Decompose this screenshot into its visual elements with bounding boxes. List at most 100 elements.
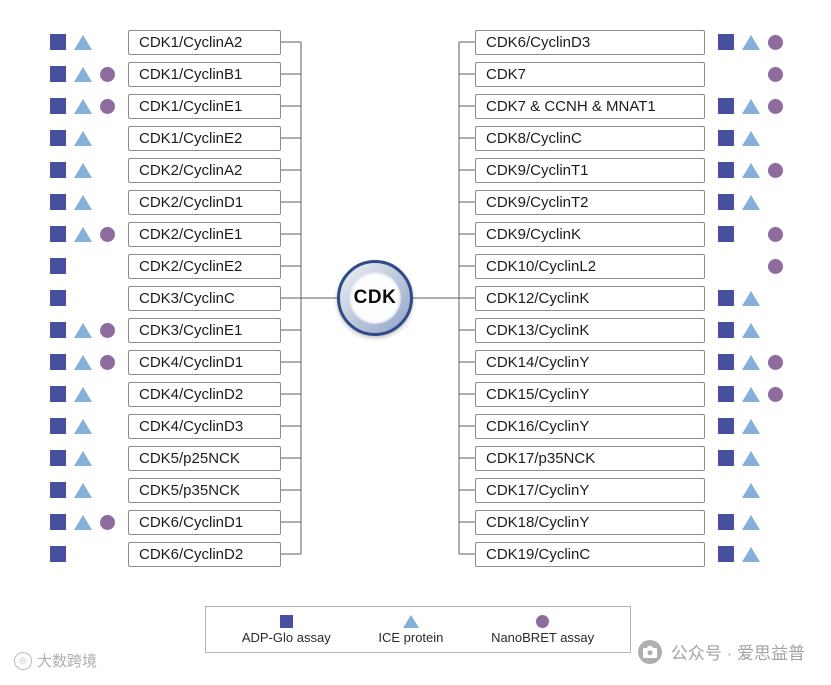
square-marker-icon [717, 322, 734, 338]
triangle-marker-icon [73, 66, 92, 82]
assay-markers [713, 97, 788, 115]
right-entry-row: CDK16/CyclinY [475, 410, 788, 442]
assay-markers [713, 513, 788, 531]
entry-label: CDK6/CyclinD2 [139, 545, 244, 563]
assay-markers [713, 449, 788, 467]
assay-markers [45, 33, 120, 51]
entry-label: CDK1/CyclinB1 [139, 65, 243, 83]
entry-box: CDK1/CyclinE2 [128, 125, 281, 151]
left-entry-row: CDK1/CyclinE2 [45, 122, 281, 154]
right-entry-row: CDK17/p35NCK [475, 442, 788, 474]
legend-item: NanoBRET assay [491, 614, 595, 645]
marker-slot [95, 161, 120, 179]
marker-slot [70, 193, 95, 211]
marker-slot [45, 289, 70, 307]
marker-slot [763, 193, 788, 211]
marker-slot [70, 449, 95, 467]
marker-slot [763, 257, 788, 275]
marker-slot [95, 513, 120, 531]
assay-markers [713, 33, 788, 51]
entry-box: CDK2/CyclinE2 [128, 253, 281, 279]
left-entry-row: CDK6/CyclinD1 [45, 506, 281, 538]
triangle-marker-icon [73, 354, 92, 370]
right-entry-row: CDK9/CyclinT2 [475, 186, 788, 218]
marker-slot [45, 257, 70, 275]
marker-slot [738, 353, 763, 371]
marker-slot [763, 385, 788, 403]
square-marker-icon [717, 98, 734, 114]
left-entry-row: CDK1/CyclinE1 [45, 90, 281, 122]
assay-markers [45, 545, 120, 563]
marker-slot [45, 513, 70, 531]
entry-box: CDK7 [475, 61, 705, 87]
entry-box: CDK13/CyclinK [475, 317, 705, 343]
marker-slot [713, 193, 738, 211]
square-marker-icon [49, 514, 66, 530]
marker-slot [713, 449, 738, 467]
triangle-marker-icon [73, 194, 92, 210]
square-marker-icon [49, 322, 66, 338]
watermark-left: ◎ 大数跨境 [14, 650, 97, 671]
triangle-marker-icon [741, 130, 760, 146]
entry-box: CDK6/CyclinD1 [128, 509, 281, 535]
marker-slot [95, 33, 120, 51]
assay-markers [713, 545, 788, 563]
entry-label: CDK16/CyclinY [486, 417, 590, 435]
marker-slot [45, 385, 70, 403]
marker-slot [95, 65, 120, 83]
marker-slot [738, 65, 763, 83]
square-marker-icon [49, 98, 66, 114]
square-marker-icon [49, 290, 66, 306]
marker-slot [95, 225, 120, 243]
entry-box: CDK3/CyclinC [128, 285, 281, 311]
entry-box: CDK16/CyclinY [475, 413, 705, 439]
left-entry-row: CDK2/CyclinE1 [45, 218, 281, 250]
marker-slot [763, 353, 788, 371]
marker-slot [95, 257, 120, 275]
square-marker-icon [717, 418, 734, 434]
assay-markers [45, 449, 120, 467]
marker-slot [738, 545, 763, 563]
entry-box: CDK17/CyclinY [475, 477, 705, 503]
marker-slot [70, 225, 95, 243]
left-entry-row: CDK5/p25NCK [45, 442, 281, 474]
assay-markers [713, 353, 788, 371]
marker-slot [45, 193, 70, 211]
marker-slot [713, 417, 738, 435]
assay-markers [45, 129, 120, 147]
entry-label: CDK18/CyclinY [486, 513, 590, 531]
marker-slot [763, 481, 788, 499]
circle-marker-icon [100, 98, 115, 114]
entry-box: CDK17/p35NCK [475, 445, 705, 471]
cdk-hub-label: CDK [353, 287, 397, 308]
marker-slot [738, 289, 763, 307]
legend-label: NanoBRET assay [491, 629, 595, 645]
right-entry-row: CDK13/CyclinK [475, 314, 788, 346]
circle-marker-icon [768, 98, 783, 114]
entry-box: CDK1/CyclinB1 [128, 61, 281, 87]
marker-slot [45, 33, 70, 51]
entry-box: CDK2/CyclinE1 [128, 221, 281, 247]
marker-slot [713, 97, 738, 115]
entry-box: CDK4/CyclinD2 [128, 381, 281, 407]
marker-slot [738, 225, 763, 243]
legend-label: ICE protein [378, 629, 444, 645]
entry-box: CDK5/p25NCK [128, 445, 281, 471]
marker-slot [70, 161, 95, 179]
entry-label: CDK4/CyclinD1 [139, 353, 244, 371]
marker-slot [95, 481, 120, 499]
marker-slot [95, 97, 120, 115]
marker-slot [738, 161, 763, 179]
right-entry-row: CDK19/CyclinC [475, 538, 788, 570]
watermark-right-text: 公众号 · 爱思益普 [670, 644, 805, 663]
camera-icon [637, 639, 662, 664]
marker-slot [45, 449, 70, 467]
entry-box: CDK1/CyclinA2 [128, 29, 281, 55]
entry-label: CDK3/CyclinE1 [139, 321, 243, 339]
circle-marker-icon [768, 162, 783, 178]
triangle-marker-icon [73, 418, 92, 434]
entry-label: CDK1/CyclinE1 [139, 97, 243, 115]
left-entry-row: CDK2/CyclinD1 [45, 186, 281, 218]
